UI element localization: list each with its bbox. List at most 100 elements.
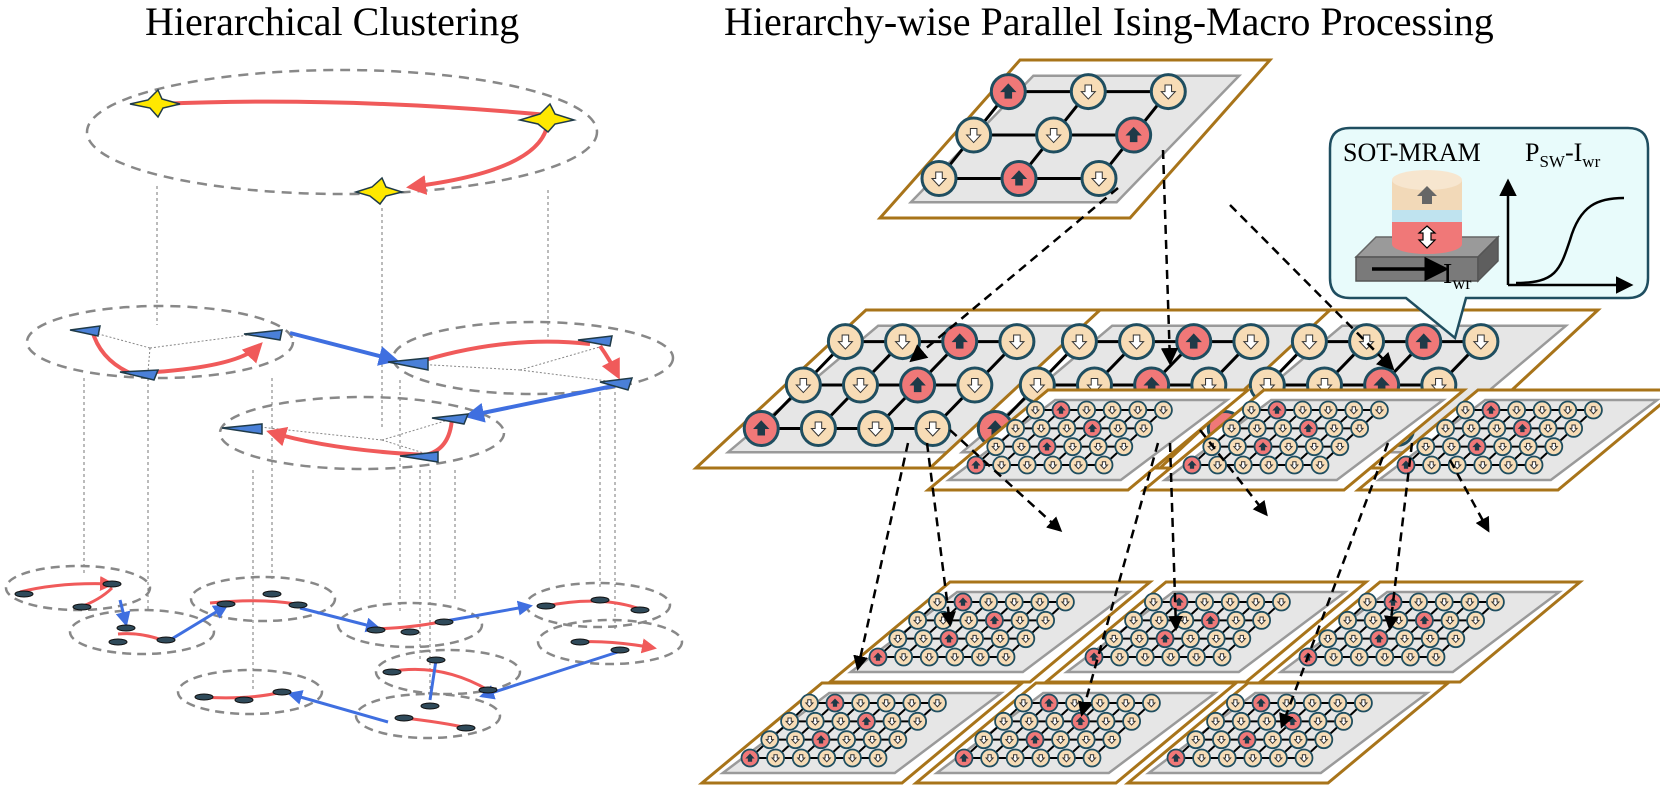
arrow-up-icon [951,333,968,349]
arrow-down-icon [1252,424,1262,433]
arrow-down-icon [1128,616,1139,625]
arrow-down-icon [1446,442,1457,452]
arrow-down-icon [1309,442,1319,452]
spin-down [919,647,939,667]
arrow-down-icon [893,634,903,644]
arrow-down-icon [912,717,923,726]
sot-mram-inset: SOT-MRAM PSW-Iwr Iw [1328,126,1650,341]
spin-down [1043,455,1063,475]
arrow-up-icon [909,376,926,393]
spin-down [1420,629,1440,649]
arrow-down-icon [991,442,1001,452]
spin-up [939,629,959,649]
arrow-down-icon [1549,442,1559,452]
spin-up [1082,418,1102,438]
spin-up [1512,418,1532,438]
arrow-down-icon [1217,653,1227,662]
spin-down [1102,400,1122,420]
arrow-down-icon [1185,634,1196,644]
spin-down [1149,610,1169,630]
arrow-down-icon [1297,406,1308,415]
arrow-down-icon [1335,442,1345,452]
spin-down [1036,610,1055,630]
arrow-down-icon [1069,699,1080,708]
arrow-up-icon [1419,615,1430,625]
arrow-up-icon [1205,615,1216,625]
arrow-up-icon [1517,423,1528,433]
arrow-up-icon [1185,333,1202,349]
arrow-up-icon [989,615,1000,625]
arrow-down-icon [1264,461,1274,470]
arrow-up-icon [1374,634,1384,643]
spin-down [884,323,922,361]
mid-path-4 [424,339,591,362]
spin-down [791,748,811,768]
arrow-down-icon [1093,442,1103,452]
spin-down [1395,629,1414,649]
spin-down [1358,592,1377,612]
spin-down [1076,730,1096,750]
spin-down [1493,437,1512,457]
arrow-down-icon [1210,717,1221,726]
spin-down [1006,418,1025,438]
arrow-down-icon [893,735,903,745]
spin-down [1462,323,1500,361]
arrow-down-icon [810,421,827,437]
spin-down [894,647,913,667]
arrow-down-icon [1425,634,1435,644]
spin-up [954,748,974,768]
spin-up [1467,437,1487,457]
spin-down [1004,592,1024,612]
ising-macro-tiles [692,58,1660,785]
spin-down [913,629,933,649]
spin-down [1094,455,1114,475]
spin-down [1116,693,1136,713]
spin-down [1308,711,1328,731]
arrow-down-icon [932,699,943,708]
arrow-up-icon [1258,442,1268,451]
spin-down [1016,629,1036,649]
leaf-macro-tile [911,681,1241,785]
arrow-down-icon [1008,334,1026,350]
arrow-down-icon [1248,754,1258,763]
spin-down [1447,455,1467,475]
spin-up [1253,437,1273,457]
arrow-up-icon [1256,698,1266,707]
arrow-up-icon [816,735,826,744]
spin-up [1039,693,1059,713]
arrow-down-icon [998,717,1009,726]
arrow-down-icon [873,754,883,763]
spin-down [992,455,1011,475]
spin-down [1212,647,1232,667]
leaf-macro-tile [1139,388,1469,492]
arrow-down-icon [1313,717,1323,726]
spin-down [1192,748,1211,768]
spin-up [1182,455,1202,475]
arrow-down-icon [836,717,846,726]
spin-down [1460,592,1480,612]
spin-down [1233,455,1253,475]
spin-down [908,711,927,731]
arrow-up-icon [1075,716,1086,726]
spin-down [994,711,1013,731]
hierarchical-clustering-panel [4,68,684,740]
spin-up [1025,730,1045,750]
spin-down [1096,711,1116,731]
spin-down [1564,418,1583,438]
spin-down [1122,711,1141,731]
spin-down [1141,693,1161,713]
arrow-down-icon [1073,461,1084,470]
arrow-up-icon [1415,333,1432,349]
arrow-down-icon [898,653,909,662]
spin-down [1246,592,1266,612]
spin-down [1060,323,1098,361]
spin-down [1227,437,1247,457]
spin-down [1181,629,1200,649]
arrow-down-icon [965,128,982,144]
arrow-down-icon [1095,699,1105,708]
sot-mram-device [1354,170,1500,283]
spin-down [1161,647,1181,667]
arrow-down-icon [1354,424,1365,433]
left-panel-title: Hierarchical Clustering [145,0,520,44]
